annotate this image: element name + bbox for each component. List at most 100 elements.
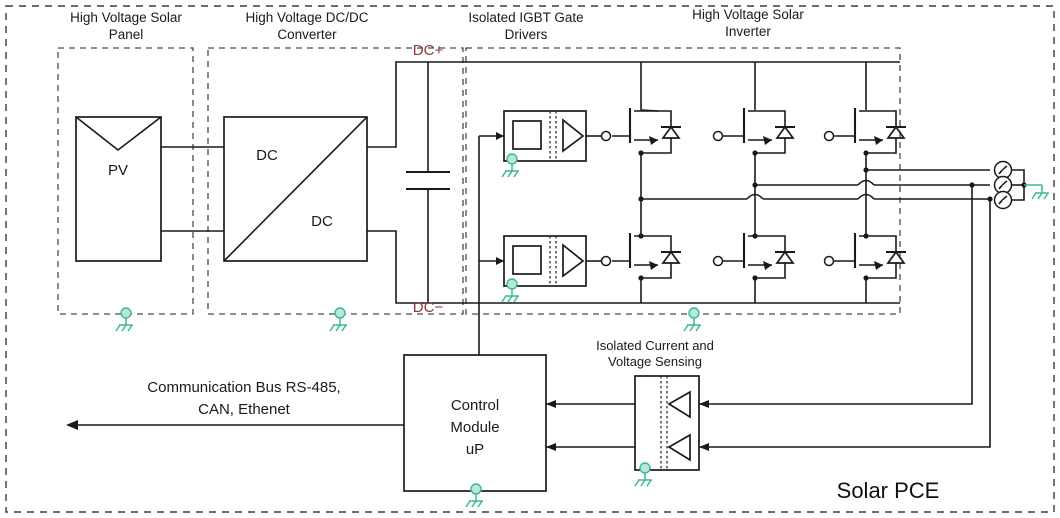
communication-bus: Communication Bus RS-485, CAN, Ethenet	[66, 379, 404, 430]
gate-driver-upper-output-terminal	[600, 130, 612, 142]
wire-hb-diode-bottom	[755, 138, 786, 154]
control-input-lower-arrowhead	[546, 443, 556, 451]
diode-lb-triangle-icon	[775, 250, 795, 264]
sensing-title-line2: Voltage Sensing	[608, 354, 702, 369]
section-title-inverter-line1: High Voltage Solar	[692, 7, 804, 22]
wire-phase-a-hop-over-b	[746, 193, 764, 200]
wire-hc-diode-top	[883, 110, 897, 127]
gate-driver-lower-input-arrowhead	[496, 257, 504, 265]
gate-driver-upper-input-square-icon	[512, 120, 542, 150]
wire-hb-diode-top	[772, 110, 786, 127]
ground-gate-driver-upper	[501, 153, 519, 178]
control-input-upper-arrowhead	[546, 400, 556, 408]
control-module-line2: Module	[450, 419, 499, 436]
section-title-dcdc-line2: Converter	[277, 27, 337, 42]
wire-igbt-ha-c-join	[640, 109, 659, 112]
sense-amplifier-2-icon	[667, 433, 691, 462]
dcdc-diagonal-divider	[223, 116, 368, 262]
igbt-hc-emitter-arrowhead	[874, 136, 883, 145]
sense-input-upper-arrowhead	[699, 400, 709, 408]
igbt-low-phase-a	[612, 185, 681, 303]
ground-sensing-block	[634, 462, 652, 487]
section-title-inverter-line2: Inverter	[725, 24, 771, 39]
diode-hc-triangle-icon	[886, 125, 906, 139]
dcdc-converter-block: DC DC	[223, 116, 368, 262]
dcdc-rect	[223, 116, 368, 262]
wire-ha-diode-bottom	[641, 138, 672, 154]
dcdc-label-top: DC	[256, 147, 278, 164]
wire-phase-b-hop-over-c	[857, 179, 875, 186]
node-lb-emitter	[752, 275, 758, 281]
wire-sense-feedback-lower	[699, 199, 991, 448]
section-title-dcdc-line1: High Voltage DC/DC	[245, 10, 368, 25]
gate-driver-lower	[479, 235, 612, 303]
wire-phase-a-hop-over-c	[857, 193, 875, 200]
section-title-gate-line2: Drivers	[505, 27, 548, 42]
ac-output-phase-a	[638, 193, 990, 202]
igbt-hb-emitter-arrowhead	[763, 136, 772, 145]
gate-driver-lower-output-terminal	[600, 255, 612, 267]
node-phase-a-tap	[638, 196, 644, 202]
section-title-gate-line1: Isolated IGBT Gate	[468, 10, 583, 25]
comm-bus-arrowhead	[66, 420, 78, 430]
ac-terminal-coil-1-curve	[998, 165, 1008, 175]
wire-hc-diode-bottom	[866, 138, 897, 154]
comm-bus-label-line2: CAN, Ethenet	[198, 401, 291, 418]
igbt-hc-gate-terminal	[823, 130, 835, 142]
igbt-high-phase-a	[612, 62, 681, 185]
wire-dc-plus-rail	[367, 61, 900, 148]
pv-chevron-icon	[75, 116, 162, 152]
ground-control-module	[465, 483, 483, 508]
isolated-sensing-block: Isolated Current and Voltage Sensing	[596, 338, 714, 487]
ground-ac-neutral	[1024, 184, 1049, 200]
diode-hb-triangle-icon	[775, 125, 795, 139]
ground-dcdc-section	[329, 307, 347, 332]
ac-output-phase-b	[752, 179, 990, 188]
wire-lc-diode-bottom	[866, 263, 897, 279]
wire-dc-minus-rail	[367, 230, 900, 304]
node-ha-emitter	[638, 150, 644, 156]
gate-driver-lower-amplifier-icon	[562, 243, 585, 278]
node-sense-tap-upper	[969, 182, 975, 188]
dc-bus: DC+ DC−	[367, 42, 900, 316]
node-sense-tap-lower	[987, 196, 993, 202]
igbt-hb-gate-terminal	[712, 130, 724, 142]
diode-lc-triangle-icon	[886, 250, 906, 264]
igbt-lc-emitter-arrowhead	[874, 261, 883, 270]
ac-terminal-coil-2-curve	[998, 180, 1008, 190]
section-title-inverter: High Voltage Solar Inverter	[692, 7, 804, 39]
wire-lb-diode-bottom	[755, 263, 786, 279]
dc-plus-label: DC+	[413, 42, 444, 59]
gate-driver-lower-rect	[503, 235, 587, 287]
wires-sensing-to-control	[546, 400, 635, 451]
section-box-dcdc	[207, 47, 464, 315]
diode-ha-triangle-icon	[661, 125, 681, 139]
igbt-lb-gate-terminal	[712, 255, 724, 267]
dcdc-label-bottom: DC	[311, 213, 333, 230]
node-hc-emitter	[863, 150, 869, 156]
igbt-ha-emitter-arrowhead	[649, 136, 658, 145]
node-phase-b-tap	[752, 182, 758, 188]
gate-driver-upper	[479, 110, 612, 178]
node-la-collector	[638, 233, 644, 239]
node-phase-c-tap	[863, 167, 869, 173]
pv-panel-rect	[75, 116, 162, 262]
dc-minus-label: DC−	[413, 299, 444, 316]
igbt-low-phase-b	[712, 185, 795, 303]
comm-bus-label-line1: Communication Bus RS-485,	[147, 379, 340, 396]
control-module-block: Control Module uP	[403, 354, 547, 508]
control-module-line3: uP	[466, 441, 484, 458]
igbt-lb-emitter-arrowhead	[763, 261, 772, 270]
ac-output-phase-c	[863, 167, 990, 173]
diagram-title: Solar PCE	[837, 478, 940, 503]
ground-pv-section	[115, 307, 133, 332]
node-hb-emitter	[752, 150, 758, 156]
wire-lc-diode-top	[883, 235, 897, 252]
igbt-la-emitter-arrowhead	[649, 261, 658, 270]
system-boundary	[5, 5, 1055, 513]
feedback-sense-wires	[699, 182, 993, 451]
igbt-low-phase-c	[823, 185, 906, 303]
pv-panel-label: PV	[108, 162, 128, 179]
node-lc-emitter	[863, 275, 869, 281]
